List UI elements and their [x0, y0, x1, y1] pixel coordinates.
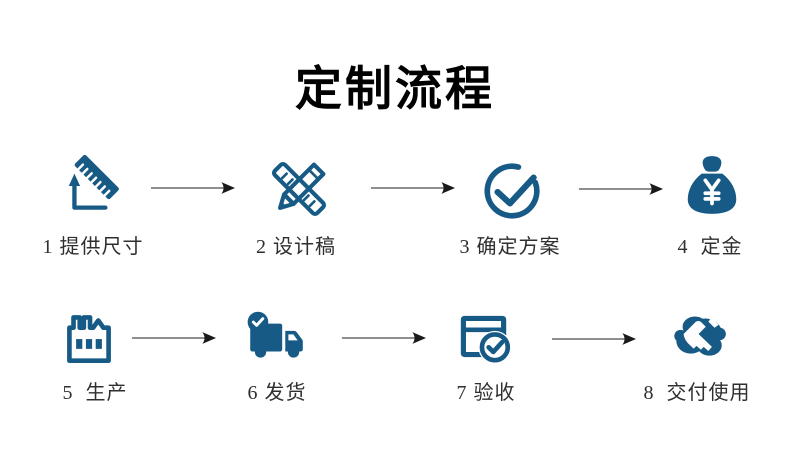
step-item-7 [450, 303, 516, 371]
delivery-truck-icon [247, 311, 303, 358]
arrow-right-icon [370, 182, 456, 194]
step-item-6 [243, 303, 309, 371]
step-label-2: 2 设计稿 [256, 236, 336, 258]
step-item-5 [56, 303, 122, 371]
flow-arrow-3 [578, 181, 664, 197]
page-title: 定制流程 [295, 64, 495, 116]
step-label-7: 7 验收 [456, 382, 516, 404]
arrow-right-icon [150, 182, 236, 194]
step-label-6: 6 发货 [247, 382, 307, 404]
flow-arrow-4 [131, 330, 217, 346]
arrow-right-icon [578, 183, 664, 195]
step-label-5: 5 生产 [62, 382, 128, 404]
pencil-ruler-icon [271, 161, 327, 217]
handshake-icon [674, 316, 726, 356]
inspection-icon [460, 315, 512, 364]
money-bag-icon [687, 156, 737, 214]
arrow-right-icon [131, 332, 217, 344]
step-item-8 [664, 301, 730, 369]
step-item-4 [679, 152, 745, 220]
step-label-4: 4 定金 [677, 236, 743, 258]
arrow-right-icon [341, 332, 427, 344]
flow-arrow-6 [551, 331, 637, 347]
step-item-2 [266, 155, 332, 223]
step-item-1 [60, 153, 126, 221]
check-circle-icon [484, 163, 540, 219]
arrow-right-icon [551, 333, 637, 345]
step-label-3: 3 确定方案 [459, 236, 561, 258]
step-item-3 [479, 157, 545, 225]
flow-arrow-5 [341, 330, 427, 346]
factory-icon [67, 315, 111, 364]
step-label-8: 8 交付使用 [643, 382, 751, 404]
flow-arrow-2 [370, 180, 456, 196]
flow-arrow-1 [150, 180, 236, 196]
ruler-icon [68, 154, 119, 210]
step-label-1: 1 提供尺寸 [42, 236, 144, 258]
